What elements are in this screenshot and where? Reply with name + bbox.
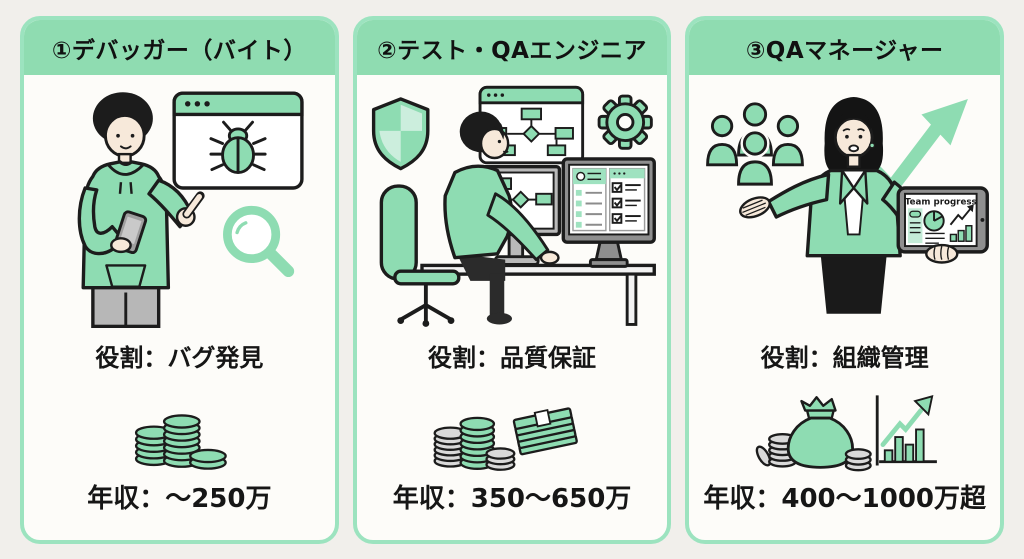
card-qa-manager-title: ③QAマネージャー xyxy=(745,37,944,64)
card-debugger-role: 役割：バグ発見 xyxy=(95,344,264,372)
card-debugger-title: ①デバッガー（バイト） xyxy=(51,37,307,64)
monitor-checklist-icon xyxy=(561,156,656,268)
debugger-person xyxy=(77,91,205,328)
money-bag xyxy=(786,395,854,469)
card-debugger-illustration xyxy=(24,75,335,330)
shield-icon xyxy=(371,96,430,170)
card-qa-manager-header: ③QAマネージャー xyxy=(689,20,1001,75)
card-qa-engineer-role: 役割：品質保証 xyxy=(428,344,596,372)
card-qa-manager-illustration: Team progress xyxy=(689,75,1000,330)
money-bag-chart-icon xyxy=(750,381,940,476)
card-qa-engineer-header: ②テスト・QAエンジニア xyxy=(356,20,668,75)
card-qa-manager-income: 年収：400〜1000万超 xyxy=(703,484,986,514)
browser-window-icon xyxy=(172,90,304,190)
gear-icon xyxy=(597,94,653,150)
debugger-scene xyxy=(77,90,304,328)
coin-stacks-icon xyxy=(109,381,249,476)
qa-manager-scene: Team progress xyxy=(705,96,989,314)
team-icon xyxy=(705,101,804,188)
engineer-person xyxy=(393,111,560,324)
card-debugger-income: 年収：〜250万 xyxy=(87,484,272,514)
manager-person xyxy=(738,96,927,314)
qa-engineer-scene xyxy=(371,85,656,327)
tablet-title-text: Team progress xyxy=(905,197,977,207)
open-palm-hand xyxy=(738,195,771,219)
card-qa-manager-role: 役割：組織管理 xyxy=(760,344,929,372)
card-qa-engineer: ②テスト・QAエンジニア xyxy=(352,16,672,544)
card-debugger: ①デバッガー（バイト） xyxy=(20,16,339,544)
card-qa-engineer-illustration xyxy=(357,75,668,330)
magnifier-icon xyxy=(223,205,295,277)
coins-banknotes-icon xyxy=(426,381,598,476)
tablet-team-progress: Team progress xyxy=(896,185,989,264)
trend-line-icon xyxy=(949,207,972,225)
card-qa-manager: ③QAマネージャー xyxy=(685,16,1005,544)
bug-icon xyxy=(209,120,267,174)
growth-bar-chart xyxy=(878,394,937,463)
card-debugger-header: ①デバッガー（バイト） xyxy=(24,20,335,75)
card-qa-engineer-income: 年収：350〜650万 xyxy=(392,484,632,514)
card-qa-engineer-title: ②テスト・QAエンジニア xyxy=(377,37,647,64)
bar-chart-mini-icon xyxy=(949,224,973,242)
